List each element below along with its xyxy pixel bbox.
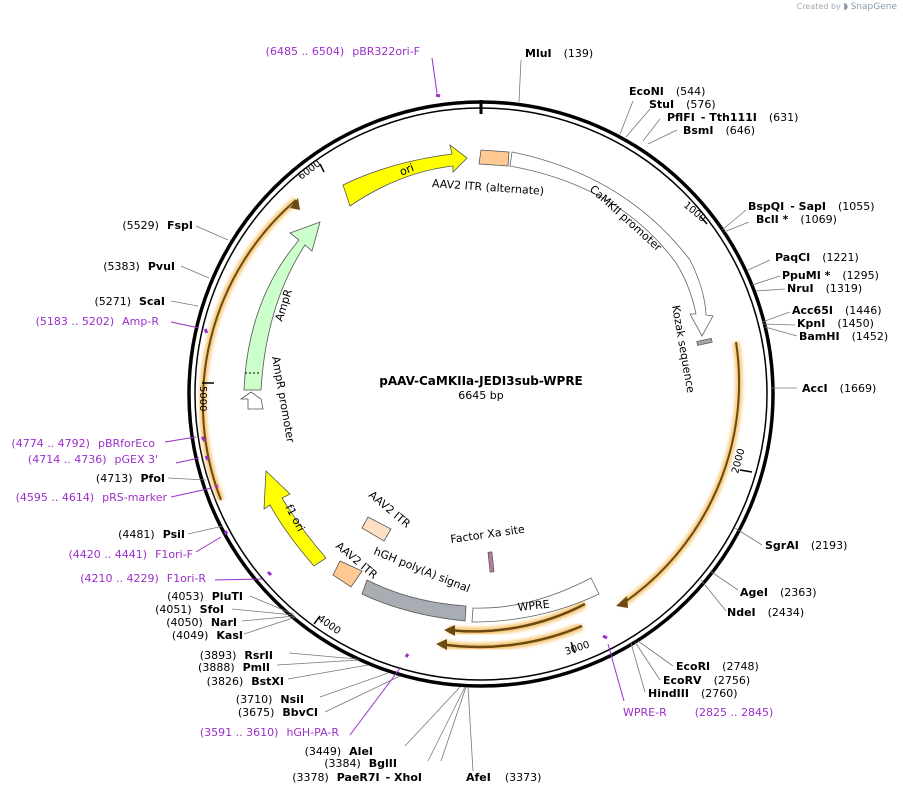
site-bglii: (3384)BglII	[324, 757, 397, 770]
site-bbvci: (3675)BbvCI	[238, 706, 318, 719]
site-agei: AgeI(2363)	[740, 586, 817, 599]
site-rsrii: (3893)RsrII	[200, 649, 273, 662]
site-bsmi: BsmI(646)	[683, 124, 755, 137]
feature-ori	[342, 144, 468, 207]
credit-prefix: Created by	[796, 2, 841, 11]
credit-brand: SnapGene	[850, 2, 897, 12]
snapgene-credit: Created by ◗ SnapGene	[797, 2, 897, 12]
site-bamhi: BamHI(1452)	[799, 330, 888, 343]
site-nsii: (3710)NsiI	[236, 693, 304, 706]
primer-pbrforeco: (4774 .. 4792)pBRforEco	[11, 437, 155, 450]
primer-hgh-pa-r: (3591 .. 3610)hGH-PA-R	[200, 726, 339, 739]
primer-leaders	[164, 57, 625, 736]
site-bstxi: (3826)BstXI	[207, 675, 284, 688]
plasmid-length: 6645 bp	[458, 389, 503, 402]
site-paqci: PaqCI(1221)	[775, 251, 859, 264]
site-fspi: (5529)FspI	[122, 219, 193, 232]
site-stui: StuI(576)	[649, 98, 716, 111]
plasmid-name: pAAV-CaMKIIa-JEDI3sub-WPRE	[379, 374, 583, 388]
feature-ampr	[243, 221, 321, 391]
site-bspqi: BspQI- SapI(1055)	[748, 200, 875, 213]
site-ndei: NdeI(2434)	[727, 606, 804, 619]
site-mlui: MluI(139)	[525, 47, 593, 60]
site-pvui: (5383)PvuI	[103, 260, 175, 273]
primer-pgex-3: (4714 .. 4736)pGEX 3'	[28, 453, 158, 466]
site-kasi: (4049)KasI	[172, 629, 243, 642]
tick-5000: 5000	[197, 386, 208, 411]
feature-ampr-promoter	[239, 391, 264, 410]
site-labels-right: MluI(139) EcoNI(544) StuI(576) PflFI- Tt…	[466, 47, 888, 784]
orf-arrows	[199, 197, 743, 651]
site-ecori: EcoRI(2748)	[676, 660, 759, 673]
feature-aav2-itr-alternate	[478, 149, 510, 167]
site-nari: (4050)NarI	[166, 616, 237, 629]
site-scai: (5271)ScaI	[94, 295, 165, 308]
site-sfoi: (4051)SfoI	[155, 603, 224, 616]
feature-hgh-polya	[361, 579, 467, 622]
primer-f1ori-r: (4210 .. 4229)F1ori-R	[80, 572, 206, 585]
feature-f1-ori	[263, 470, 327, 567]
site-pflfi: PflFI- Tth111I(631)	[667, 111, 798, 124]
primer-labels: (6485 .. 6504)pBR322ori-F WPRE-R(2825 ..…	[11, 45, 773, 739]
site-acc65i: Acc65I(1446)	[792, 304, 882, 317]
feature-aav2-itr-small	[361, 516, 392, 542]
site-acci: AccI(1669)	[802, 382, 876, 395]
site-afei: AfeI(3373)	[466, 771, 541, 784]
primer-pbr322ori-f: (6485 .. 6504)pBR322ori-F	[266, 45, 420, 58]
site-leaders	[167, 59, 798, 772]
label-wpre: WPRE	[517, 598, 550, 614]
site-kpni: KpnI(1450)	[797, 317, 874, 330]
site-sgrai: SgrAI(2193)	[765, 539, 847, 552]
site-ecorv: EcoRV(2756)	[663, 674, 750, 687]
tick-4000: 4000	[315, 613, 342, 637]
site-alei: (3449)AleI	[305, 745, 373, 758]
primer-f1ori-f: (4420 .. 4441)F1ori-F	[69, 548, 194, 561]
feature-factor-xa	[487, 551, 495, 573]
primer-wpre-r: WPRE-R(2825 .. 2845)	[623, 706, 773, 719]
label-aav2-itr-alternate: AAV2 ITR (alternate)	[432, 177, 545, 198]
primer-prs-marker: (4595 .. 4614)pRS-marker	[16, 491, 168, 504]
label-hgh-polya: hGH poly(A) signal	[372, 545, 472, 596]
tick-3000: 3000	[564, 640, 592, 658]
label-factor-xa: Factor Xa site	[450, 523, 526, 546]
feature-aav2-itr-lower	[332, 560, 363, 588]
site-bcli: BclI *(1069)	[756, 213, 837, 226]
feature-wpre	[471, 577, 600, 623]
site-hindiii: HindIII(2760)	[648, 687, 738, 700]
label-ori: ori	[398, 161, 416, 178]
tick-6000: 6000	[296, 158, 323, 182]
site-ppumi: PpuMI *(1295)	[782, 269, 879, 282]
site-nrui: NruI(1319)	[787, 282, 862, 295]
snapgene-logo: ◗	[843, 2, 849, 12]
site-pfoi: (4713)PfoI	[96, 472, 165, 485]
feature-camkii-promoter	[509, 151, 714, 337]
site-paer7i: (3378)PaeR7I- XhoI	[292, 771, 422, 784]
features	[239, 144, 714, 623]
site-labels-left: (3378)PaeR7I- XhoI (3384)BglII (3449)Ale…	[94, 219, 422, 784]
label-camkii-promoter: CaMKII promoter	[587, 183, 665, 255]
feature-kozak	[696, 338, 713, 346]
site-econi: EcoNI(544)	[629, 85, 705, 98]
site-pmli: (3888)PmlI	[198, 661, 270, 674]
primer-amp-r: (5183 .. 5202)Amp-R	[36, 315, 160, 328]
site-psii: (4481)PsiI	[118, 528, 185, 541]
site-pluti: (4053)PluTI	[167, 590, 243, 603]
label-ampr-promoter: AmpR promoter	[269, 355, 297, 444]
